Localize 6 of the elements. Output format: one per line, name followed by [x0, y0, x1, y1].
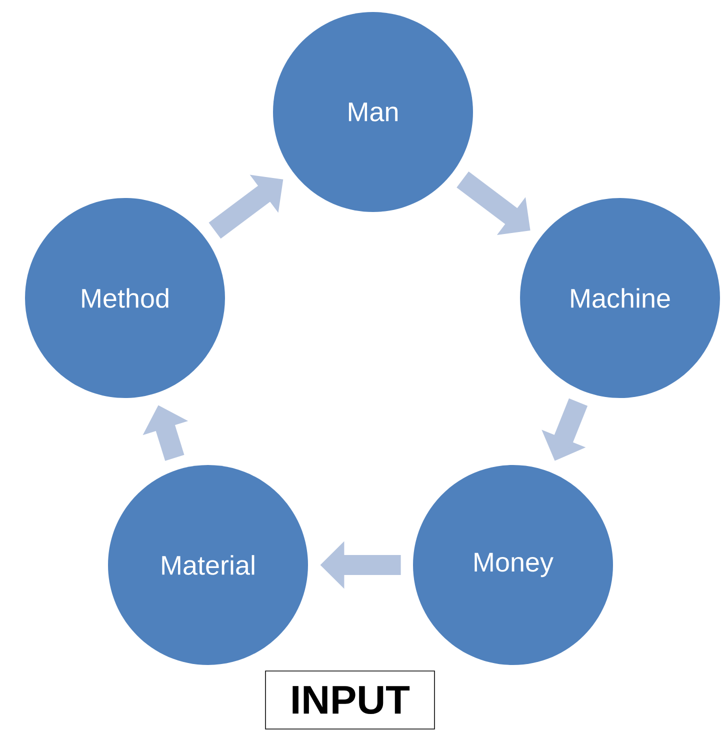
- circle-node: Material: [108, 465, 308, 665]
- circle-node: Machine: [520, 198, 720, 398]
- circle-node: Man: [273, 12, 473, 212]
- circle-node: Method: [25, 198, 225, 398]
- circle-node: Money: [413, 465, 613, 665]
- input-box: INPUT: [265, 670, 435, 730]
